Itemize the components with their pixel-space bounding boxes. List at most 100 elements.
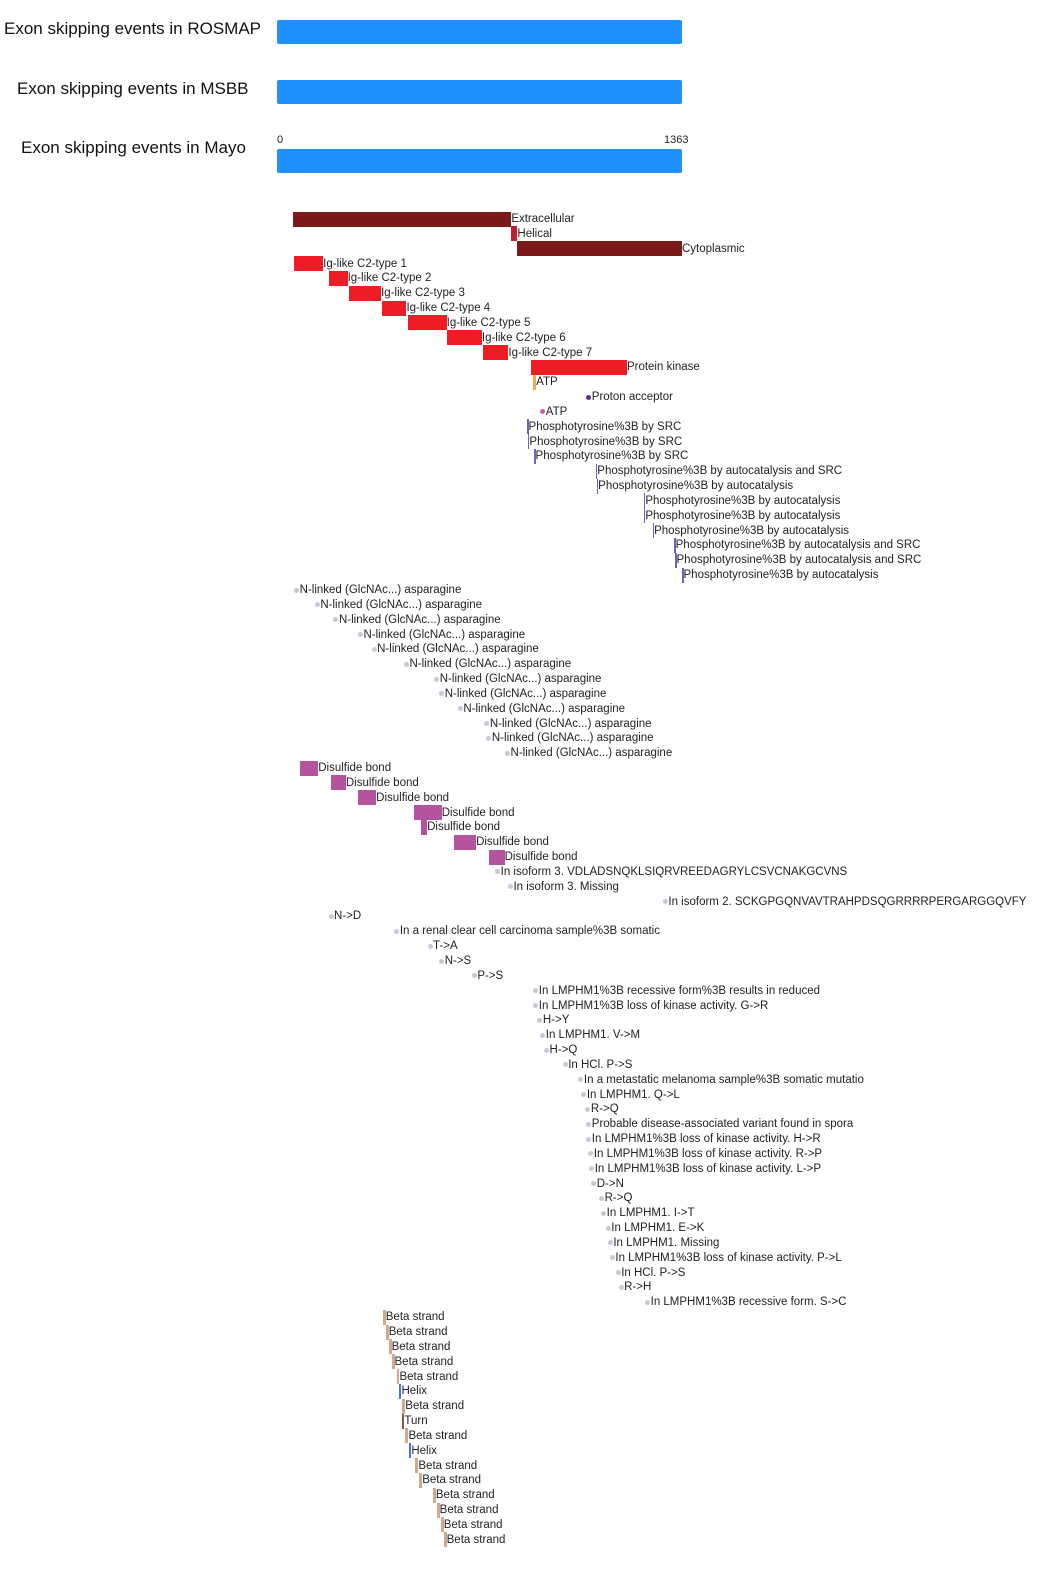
feature-site-mark[interactable]	[643, 493, 646, 509]
feature-bar[interactable]	[533, 374, 537, 390]
feature-dot[interactable]	[581, 1092, 587, 1098]
feature-site-mark[interactable]	[391, 1354, 395, 1370]
feature-dot[interactable]	[328, 913, 334, 919]
feature-bar[interactable]	[292, 211, 512, 227]
feature-site-mark[interactable]	[595, 463, 598, 479]
feature-bar[interactable]	[358, 790, 377, 806]
feature-dot[interactable]	[505, 750, 511, 756]
feature-site-mark[interactable]	[443, 1532, 447, 1548]
feature-site-mark[interactable]	[440, 1517, 444, 1533]
feature-dot[interactable]	[457, 706, 463, 712]
feature-bar[interactable]	[299, 760, 319, 776]
feature-site-mark[interactable]	[432, 1487, 436, 1503]
feature-bar[interactable]	[531, 359, 627, 375]
feature-site-mark[interactable]	[382, 1309, 386, 1325]
feature-site-mark[interactable]	[402, 1413, 405, 1429]
feature-dot[interactable]	[314, 602, 320, 608]
exon-skipping-bar[interactable]	[277, 149, 682, 173]
feature-site-mark[interactable]	[527, 419, 529, 435]
feature-dot[interactable]	[333, 617, 339, 623]
feature-site-mark[interactable]	[415, 1458, 419, 1474]
feature-dot[interactable]	[605, 1225, 611, 1231]
feature-dot[interactable]	[434, 676, 440, 682]
feature-bar[interactable]	[414, 805, 442, 821]
feature-dot[interactable]	[403, 661, 409, 667]
feature-site-mark[interactable]	[409, 1443, 412, 1459]
feature-dot[interactable]	[615, 1270, 621, 1276]
feature-dot[interactable]	[618, 1284, 624, 1290]
feature-dot[interactable]	[537, 1017, 543, 1023]
feature-label: Beta strand	[399, 1370, 459, 1383]
feature-bar[interactable]	[348, 285, 382, 301]
feature-label: Ig-like C2-type 2	[347, 272, 432, 285]
feature-site-mark[interactable]	[682, 567, 684, 583]
feature-bar[interactable]	[328, 270, 348, 286]
feature-bar[interactable]	[408, 315, 447, 331]
feature-dot[interactable]	[486, 735, 492, 741]
exon-skipping-bar[interactable]	[277, 80, 682, 104]
feature-bar[interactable]	[483, 345, 509, 361]
feature-dot[interactable]	[471, 973, 477, 979]
feature-site-mark[interactable]	[419, 1472, 423, 1488]
feature-dot[interactable]	[544, 1047, 550, 1053]
feature-label: Beta strand	[405, 1400, 465, 1413]
feature-label: Phosphotyrosine%3B by autocatalysis and …	[676, 554, 922, 567]
exon-skipping-bar[interactable]	[277, 20, 682, 44]
feature-dot[interactable]	[589, 1166, 595, 1172]
feature-dot[interactable]	[357, 632, 363, 638]
feature-dot[interactable]	[427, 943, 433, 949]
feature-dot[interactable]	[439, 691, 445, 697]
feature-dot[interactable]	[588, 1151, 594, 1157]
feature-dot[interactable]	[484, 721, 490, 727]
feature-site-mark[interactable]	[675, 552, 677, 568]
feature-bar[interactable]	[331, 775, 346, 791]
feature-site-mark[interactable]	[643, 508, 646, 524]
feature-dot[interactable]	[562, 1062, 568, 1068]
feature-dot[interactable]	[586, 1121, 592, 1127]
feature-dot[interactable]	[439, 958, 445, 964]
feature-dot[interactable]	[540, 1032, 546, 1038]
feature-dot[interactable]	[394, 928, 400, 934]
feature-dot[interactable]	[662, 899, 668, 905]
feature-bar[interactable]	[517, 241, 682, 257]
feature-site-mark[interactable]	[527, 434, 530, 450]
feature-bar[interactable]	[293, 256, 324, 272]
feature-dot[interactable]	[585, 1106, 591, 1112]
feature-site-mark[interactable]	[399, 1383, 402, 1399]
feature-dot[interactable]	[371, 646, 377, 652]
feature-label: Extracellular	[511, 213, 575, 225]
feature-dot[interactable]	[586, 1136, 592, 1142]
feature-site-mark[interactable]	[385, 1324, 389, 1340]
feature-dot[interactable]	[294, 587, 300, 593]
feature-bar[interactable]	[381, 300, 407, 316]
feature-site-mark[interactable]	[436, 1502, 440, 1518]
feature-dot[interactable]	[507, 884, 513, 890]
feature-bar[interactable]	[488, 849, 505, 865]
feature-dot[interactable]	[607, 1240, 613, 1246]
feature-label: N-linked (GlcNAc...) asparagine	[338, 613, 501, 626]
feature-bar[interactable]	[453, 834, 477, 850]
feature-label: In LMPHM1. I->T	[606, 1207, 695, 1220]
feature-dot[interactable]	[591, 1181, 597, 1187]
feature-dot[interactable]	[609, 1255, 615, 1261]
feature-site-mark[interactable]	[388, 1339, 392, 1355]
feature-dot[interactable]	[540, 409, 546, 415]
feature-site-mark[interactable]	[396, 1369, 400, 1385]
feature-dot[interactable]	[601, 1210, 607, 1216]
feature-dot[interactable]	[533, 988, 539, 994]
feature-dot[interactable]	[645, 1299, 651, 1305]
feature-site-mark[interactable]	[405, 1428, 409, 1444]
feature-dot[interactable]	[599, 1195, 605, 1201]
feature-bar[interactable]	[421, 819, 428, 835]
feature-dot[interactable]	[495, 869, 501, 875]
feature-site-mark[interactable]	[402, 1398, 406, 1414]
feature-dot[interactable]	[578, 1077, 584, 1083]
feature-site-mark[interactable]	[534, 448, 536, 464]
feature-bar[interactable]	[446, 330, 482, 346]
feature-site-mark[interactable]	[596, 478, 599, 494]
feature-dot[interactable]	[586, 394, 592, 400]
feature-bar[interactable]	[511, 226, 518, 242]
feature-site-mark[interactable]	[674, 537, 676, 553]
feature-site-mark[interactable]	[652, 523, 655, 539]
feature-dot[interactable]	[533, 1003, 539, 1009]
